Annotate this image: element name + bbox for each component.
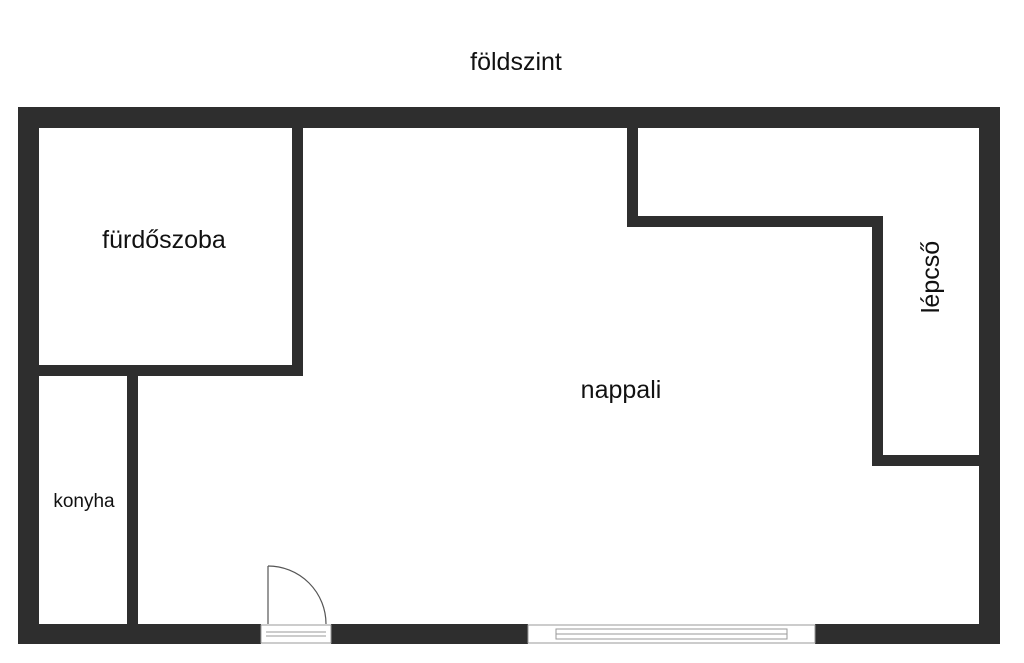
entrance-door xyxy=(260,565,332,644)
wall-top xyxy=(18,107,1000,128)
wall-bathroom-bottom xyxy=(18,365,303,376)
wall-bathroom-right xyxy=(292,107,303,376)
interior-walls xyxy=(18,107,1000,644)
room-label-kitchen: konyha xyxy=(53,491,115,512)
wall-stair-bottom xyxy=(872,455,1000,466)
wall-bottom-left xyxy=(18,624,261,644)
wall-stair-notch-horizontal xyxy=(627,216,883,227)
wall-stair-notch-vertical xyxy=(627,107,638,227)
room-label-bathroom: fürdőszoba xyxy=(102,226,226,254)
room-label-living-room: nappali xyxy=(581,376,662,404)
wall-stair-left xyxy=(872,216,883,466)
room-label-stairs: lépcső xyxy=(917,241,945,313)
wall-bottom-middle xyxy=(331,624,528,644)
outer-walls xyxy=(18,107,1000,644)
wall-right xyxy=(979,107,1000,644)
door-threshold xyxy=(260,624,332,644)
window-bottom xyxy=(527,624,816,644)
wall-bottom-right xyxy=(815,624,1000,644)
wall-kitchen-right xyxy=(127,365,138,644)
door-swing-arc xyxy=(267,565,327,625)
floor-title: földszint xyxy=(470,48,562,76)
